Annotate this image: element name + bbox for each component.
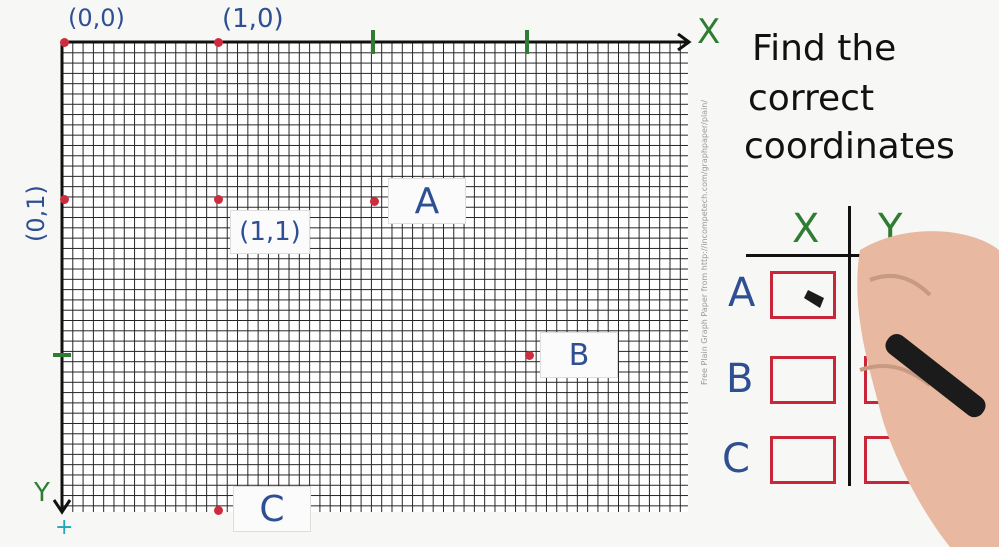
unit-x-label: (1,0) [222,4,284,34]
x-tick-2 [371,30,375,54]
table-row-label-b: B [726,356,754,402]
answer-a-x[interactable] [770,271,836,319]
point-b-label: B [540,332,618,378]
table-row-label-a: A [728,270,756,316]
table-header-x: X [792,206,820,252]
plus-mark: + [55,515,74,540]
table-column-divider [848,206,851,486]
unit-xy-dot [213,194,223,204]
instruction-line-2: correct [748,78,875,119]
origin-label: (0,0) [68,4,125,32]
x-axis-label: X [697,12,721,52]
unit-y-dot [59,194,69,204]
hand-holding-marker-icon [804,231,999,547]
point-c-dot [213,505,223,515]
point-a-label: A [388,178,466,224]
unit-xy-label-text: (1,1) [239,217,301,247]
table-header-rule [746,254,932,257]
graph-paper [62,42,688,512]
point-a-label-text: A [414,180,440,222]
point-b-dot [524,350,534,360]
table-row-label-c: C [722,436,750,482]
point-b-label-text: B [568,337,590,373]
unit-x-dot [213,37,223,47]
graph-paper-credit: Free Plain Graph Paper from http://incom… [700,99,709,385]
origin-dot [59,37,69,47]
answer-b-x[interactable] [770,356,836,404]
point-c-label-text: C [259,488,285,530]
x-tick-3 [525,30,529,54]
unit-y-label: (0,1) [22,185,50,242]
instruction-line-1: Find the [752,28,897,69]
unit-xy-label: (1,1) [230,210,310,254]
point-a-dot [369,196,379,206]
instruction-line-3: coordinates [744,126,955,167]
y-axis-label: Y [34,478,50,508]
y-axis-arrow [52,499,72,515]
point-c-label: C [233,486,311,532]
answer-c-x[interactable] [770,436,836,484]
x-axis-arrow [677,32,692,52]
y-tick-2 [53,353,71,357]
